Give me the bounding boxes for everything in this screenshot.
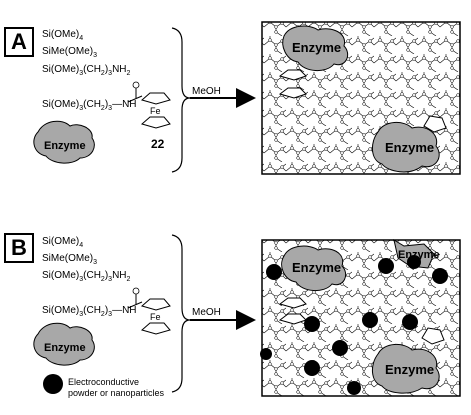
legend-text-line-2: powder or nanoparticles xyxy=(68,388,165,398)
brace-b xyxy=(171,234,191,393)
enzyme-blob-a xyxy=(33,120,95,164)
result-enzyme-label-a-2: Enzyme xyxy=(385,140,434,155)
solvent-label-b: MeOH xyxy=(192,307,221,318)
result-enzyme-label-b-3: Enzyme xyxy=(398,249,440,261)
result-enzyme-label-b-2: Enzyme xyxy=(385,362,434,377)
fe-label-b: Fe xyxy=(150,312,161,322)
reagent-a-2: SiMe(OMe)3 xyxy=(42,46,98,59)
ferrocene-icon-b xyxy=(127,287,171,335)
silica-matrix-a xyxy=(261,21,461,175)
legend-text-line-1: Electroconductive xyxy=(68,377,140,387)
enzyme-label-a: Enzyme xyxy=(44,140,86,152)
reagent-a-1: Si(OMe)4 xyxy=(42,29,84,42)
reagent-b-1: Si(OMe)4 xyxy=(42,236,84,249)
reagent-b-2: SiMe(OMe)3 xyxy=(42,253,98,266)
reagent-a-3: Si(OMe)3(CH2)3NH2 xyxy=(42,64,131,77)
reagent-b-4: Si(OMe)3(CH2)3—NH xyxy=(42,305,137,318)
ferrocene-icon-a xyxy=(127,81,171,129)
panel-label-a: A xyxy=(4,27,34,57)
reagent-a-4: Si(OMe)3(CH2)3—NH xyxy=(42,99,137,112)
result-enzyme-label-a-1: Enzyme xyxy=(292,40,341,55)
silica-matrix-b xyxy=(260,238,461,397)
panel-label-b: B xyxy=(4,233,34,263)
compound-number: 22 xyxy=(151,137,165,151)
enzyme-label-b: Enzyme xyxy=(44,342,86,354)
result-enzyme-label-b-1: Enzyme xyxy=(292,260,341,275)
reagent-b-3: Si(OMe)3(CH2)3NH2 xyxy=(42,270,131,283)
solvent-label-a: MeOH xyxy=(192,86,221,97)
particle-legend-icon xyxy=(43,374,63,394)
brace-a xyxy=(171,27,191,173)
fe-label-a: Fe xyxy=(150,106,161,116)
enzyme-blob-b xyxy=(33,322,95,366)
